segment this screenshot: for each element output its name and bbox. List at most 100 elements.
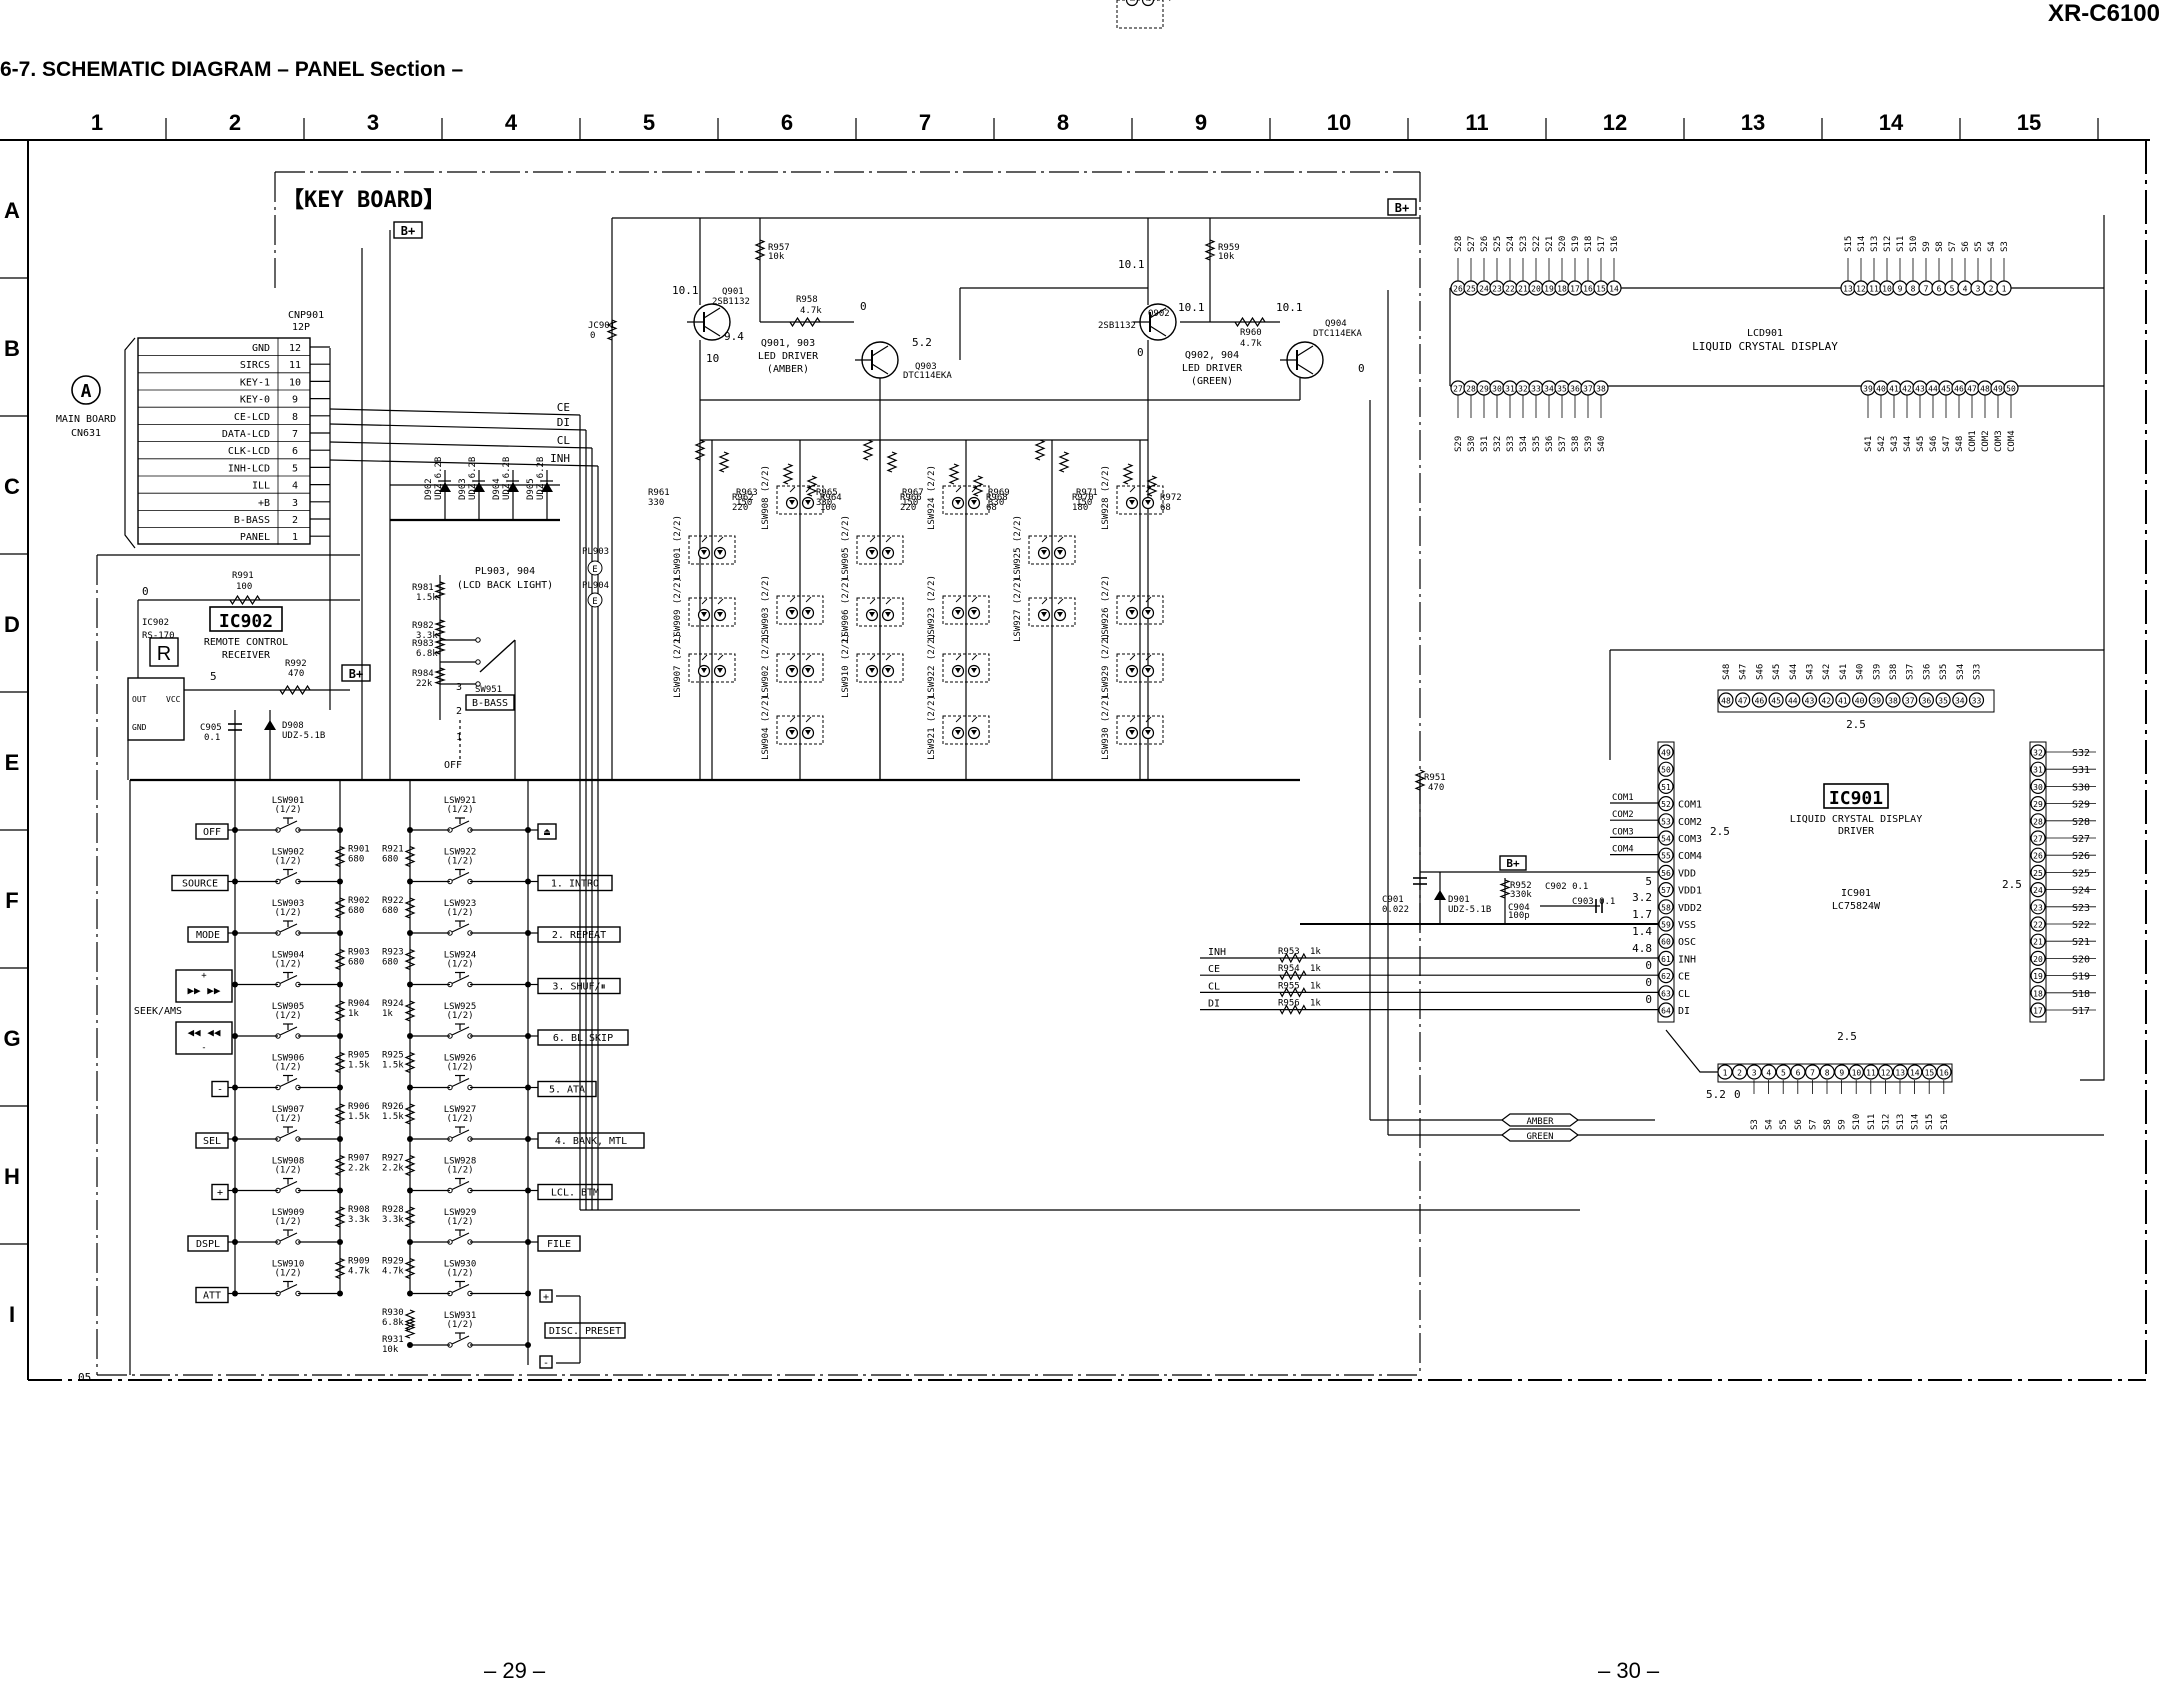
junction-dot <box>407 1187 413 1194</box>
board-title: 【KEY BOARD】 <box>282 188 445 213</box>
pin-number: 14 <box>1910 1069 1920 1078</box>
ic901-segment-bottom: S5 <box>1779 1119 1789 1130</box>
lcd-segment-top: S22 <box>1532 236 1542 252</box>
pin-number: 43 <box>1915 385 1925 394</box>
led-diode <box>1129 730 1135 735</box>
b-plus-box <box>1499 855 1527 871</box>
led-arrow <box>805 654 812 661</box>
junction-dot <box>337 981 343 988</box>
page-number-right: – 30 – <box>1598 1658 1660 1683</box>
pin-number: 7 <box>1924 285 1929 294</box>
resistor-symbol <box>1499 879 1511 899</box>
zener-part: UDZ-6.2B <box>434 457 444 500</box>
resistor-value: 4.7k <box>1240 339 1262 349</box>
pin-number: 8 <box>1911 285 1916 294</box>
connector-signal: GND <box>252 343 270 354</box>
resistor-value: 1.5k <box>382 1112 404 1122</box>
driver-label-amber: (AMBER) <box>767 364 809 375</box>
resistor-value: 2.2k <box>382 1164 404 1174</box>
resistor-value: 330k <box>1510 890 1532 900</box>
ic901-tag-box <box>1823 783 1889 809</box>
led-arrow <box>971 654 978 661</box>
bus-label: CL <box>557 434 571 447</box>
pin-number: 29 <box>2033 800 2043 809</box>
transistor-part: 2SB1132 <box>712 297 750 307</box>
resistor-symbol <box>789 316 821 328</box>
pin-number: 14 <box>1609 285 1619 294</box>
led-switch-label: LSW902 (2/2) <box>761 633 771 698</box>
lcd-segment-bottom: COM3 <box>1994 430 2004 452</box>
pin-number: 37 <box>1905 697 1915 706</box>
ic901-pin-top <box>1735 692 1751 708</box>
voltage-label: 0 <box>1734 1088 1741 1101</box>
junction-dot <box>337 1033 343 1039</box>
b-plus-box <box>393 221 423 239</box>
lcd-segment-top: S28 <box>1454 236 1464 252</box>
voltage-label: 0 <box>1645 976 1652 989</box>
ic901-pin-right <box>2030 1002 2046 1018</box>
pin-number: 34 <box>1544 385 1554 394</box>
resistor-value: 1.5k <box>416 593 438 603</box>
pin-number: 4 <box>1766 1069 1771 1078</box>
resistor-ref: R901 <box>348 845 370 855</box>
key-switch-fraction: (1/2) <box>446 1269 473 1279</box>
resistor-symbol <box>404 1206 416 1228</box>
seek-forward: ▶▶ ▶▶ <box>187 984 220 997</box>
seek-down-box <box>175 1021 233 1055</box>
resistor-symbol <box>1414 769 1426 791</box>
led-arrow <box>955 596 962 603</box>
resistor-ref: R962 <box>732 493 754 503</box>
ic901-part: LC75824W <box>1832 901 1881 912</box>
pin-number: 1 <box>2002 285 2007 294</box>
led-pair <box>1116 595 1164 625</box>
key-switch-fraction: (1/2) <box>274 1011 301 1021</box>
key-switch-ref: LSW931 <box>444 1311 477 1321</box>
pin-number: 28 <box>2033 817 2043 826</box>
key-label-box <box>171 874 229 892</box>
grid-column-label: 14 <box>1879 110 1904 135</box>
model-number: XR-C6100 <box>2047 0 2160 27</box>
ic901-pin-right <box>2030 864 2046 881</box>
pin-number: 57 <box>1661 886 1671 895</box>
resistor-ref: R967 <box>902 488 924 498</box>
driver-label-green: LED DRIVER <box>1182 363 1243 374</box>
ic901-segment-top: S37 <box>1906 664 1916 680</box>
ic901-segment-bottom: S11 <box>1867 1114 1877 1130</box>
resistor-symbol <box>334 948 346 971</box>
connector-signal: CE-LCD <box>234 412 270 423</box>
ic901-segment-bottom: S3 <box>1750 1119 1760 1130</box>
pin-number: 34 <box>1955 697 1965 706</box>
pin-number: 45 <box>1941 385 1951 394</box>
ic901-segment-top: S36 <box>1922 664 1932 680</box>
ic901-title: LIQUID CRYSTAL DISPLAY <box>1790 814 1922 825</box>
voltage-label: 5 <box>1645 875 1652 888</box>
lcd-segment-top: S13 <box>1870 236 1880 252</box>
led-arrow <box>955 716 962 723</box>
ic902-title: RECEIVER <box>222 650 271 661</box>
grid-column-label: 5 <box>643 110 655 135</box>
connector-signal: +B <box>258 498 270 509</box>
resistor-value: 680 <box>382 958 398 968</box>
pin-number: 50 <box>1661 766 1671 775</box>
voltage-label: 5 <box>210 670 217 683</box>
ic901-pin-name: OSC <box>1678 937 1696 948</box>
led-diode <box>885 550 891 555</box>
resistor-value: 680 <box>348 855 364 865</box>
resistor-symbol <box>404 948 416 971</box>
transistor-leg <box>871 345 889 357</box>
pin-number: 48 <box>1721 697 1731 706</box>
key-label: 6. BL SKIP <box>553 1033 613 1044</box>
transistor-ref: Q904 <box>1325 319 1347 329</box>
b-plus-box <box>1387 198 1417 216</box>
resistor-ref: R959 <box>1218 243 1240 253</box>
led-pair <box>942 595 990 625</box>
bus-label: CE <box>557 401 570 414</box>
voltage-label: 0 <box>1137 346 1144 359</box>
resistor-value: 1k <box>348 1009 359 1019</box>
resistor-ref: R992 <box>285 659 307 669</box>
zener-diode <box>541 482 553 492</box>
connector-signal: DATA-LCD <box>222 429 270 440</box>
led-diode <box>955 668 961 673</box>
driver-label-green: (GREEN) <box>1191 376 1233 387</box>
